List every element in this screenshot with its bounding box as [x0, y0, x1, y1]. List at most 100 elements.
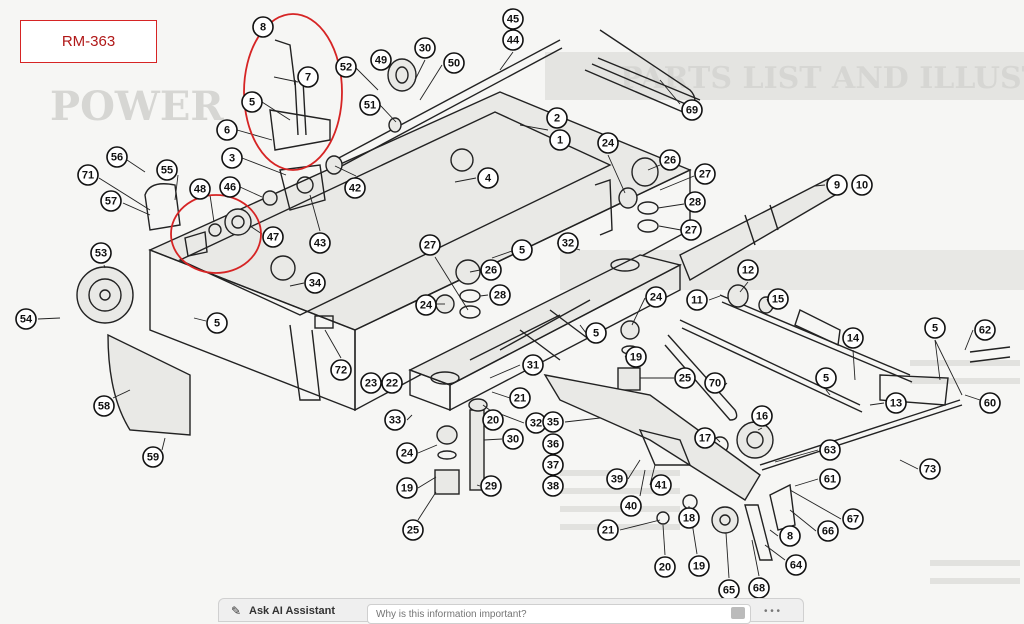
- callout-41: 41: [650, 474, 672, 496]
- ai-assistant-label[interactable]: Ask AI Assistant: [249, 605, 335, 617]
- callout-27c: 27: [419, 234, 441, 256]
- callout-63: 63: [819, 439, 841, 461]
- callout-number: 18: [683, 513, 695, 525]
- callout-71: 71: [77, 164, 99, 186]
- callout-37: 37: [542, 454, 564, 476]
- ai-sparkle-icon: ✎: [231, 604, 242, 618]
- callout-number: 71: [82, 170, 94, 182]
- callout-27a: 27: [694, 163, 716, 185]
- callout-number: 7: [305, 72, 311, 84]
- callout-number: 19: [630, 352, 642, 364]
- callout-57: 57: [100, 190, 122, 212]
- callout-13: 13: [885, 392, 907, 414]
- callout-number: 24: [650, 292, 663, 304]
- callout-number: 13: [890, 398, 902, 410]
- callout-number: 20: [487, 415, 499, 427]
- callout-67: 67: [842, 508, 864, 530]
- callout-number: 72: [335, 365, 347, 377]
- callout-number: 21: [514, 393, 526, 405]
- callout-43: 43: [309, 232, 331, 254]
- callout-23: 23: [360, 372, 382, 394]
- callout-number: 28: [494, 290, 506, 302]
- callout-25a: 25: [674, 367, 696, 389]
- callout-17: 17: [694, 427, 716, 449]
- callout-number: 27: [424, 240, 436, 252]
- callout-31: 31: [522, 354, 544, 376]
- callout-number: 53: [95, 248, 107, 260]
- callout-number: 47: [267, 232, 279, 244]
- callout-number: 19: [693, 561, 705, 573]
- callout-number: 34: [309, 278, 322, 290]
- callout-number: 26: [664, 155, 676, 167]
- callout-number: 27: [685, 225, 697, 237]
- svg-text:PARTS LIST AND ILLUSTRATIONS: PARTS LIST AND ILLUSTRATIONS: [620, 61, 1024, 96]
- callout-53: 53: [90, 242, 112, 264]
- callout-number: 56: [111, 152, 123, 164]
- callout-24b: 24: [415, 294, 437, 316]
- callout-68: 68: [748, 577, 770, 599]
- callout-number: 5: [249, 97, 255, 109]
- callout-number: 32: [530, 418, 542, 430]
- leader-lines: [37, 51, 981, 579]
- gearbox-housing: [408, 254, 682, 412]
- callout-47: 47: [262, 226, 284, 248]
- callout-number: 31: [527, 360, 539, 372]
- callout-number: 41: [655, 480, 667, 492]
- callout-number: 59: [147, 452, 159, 464]
- callout-number: 40: [625, 501, 637, 513]
- callout-number: 30: [419, 43, 431, 55]
- callout-52: 52: [335, 56, 357, 78]
- callout-8a: 8: [252, 16, 274, 38]
- callout-34: 34: [304, 272, 326, 294]
- callout-number: 23: [365, 378, 377, 390]
- ai-question-input[interactable]: [367, 604, 751, 624]
- callout-10: 10: [851, 174, 873, 196]
- background-page: PARTS LIST AND ILLUSTRATIONS POWER: [50, 52, 1024, 584]
- callout-19c: 19: [688, 555, 710, 577]
- svg-text:POWER: POWER: [50, 83, 224, 130]
- callout-number: 28: [689, 197, 701, 209]
- callout-number: 33: [389, 415, 401, 427]
- callout-15: 15: [767, 288, 789, 310]
- right-shafts: [679, 284, 1011, 471]
- callout-number: 54: [20, 314, 33, 326]
- callout-26a: 26: [659, 149, 681, 171]
- callout-number: 11: [691, 295, 703, 307]
- callout-9: 9: [826, 174, 848, 196]
- callout-46: 46: [219, 176, 241, 198]
- callout-49: 49: [370, 49, 392, 71]
- callout-number: 27: [699, 169, 711, 181]
- callout-number: 69: [686, 105, 698, 117]
- callout-55: 55: [156, 159, 178, 181]
- callout-number: 30: [507, 434, 519, 446]
- callout-25b: 25: [402, 519, 424, 541]
- highlight-circles: [170, 13, 343, 274]
- lower-bracket: [543, 374, 796, 561]
- callout-21a: 21: [509, 387, 531, 409]
- callout-5a: 5: [241, 91, 263, 113]
- callout-number: 39: [611, 474, 623, 486]
- callout-number: 1: [557, 135, 563, 147]
- callout-number: 68: [753, 583, 765, 595]
- callout-44: 44: [502, 29, 524, 51]
- more-options[interactable]: • • •: [764, 606, 781, 617]
- highlight-circle-upper: [243, 13, 343, 171]
- callout-number: 21: [602, 525, 614, 537]
- callout-56: 56: [106, 146, 128, 168]
- callout-32a: 32: [557, 232, 579, 254]
- callout-36: 36: [542, 433, 564, 455]
- callout-24c: 24: [645, 286, 667, 308]
- left-assembly: [76, 183, 334, 436]
- callout-number: 16: [756, 411, 768, 423]
- callout-28a: 28: [684, 191, 706, 213]
- callout-40: 40: [620, 495, 642, 517]
- callout-number: 55: [161, 165, 173, 177]
- callout-69: 69: [681, 99, 703, 121]
- callout-26b: 26: [480, 259, 502, 281]
- callout-6: 6: [216, 119, 238, 141]
- send-icon[interactable]: [731, 607, 745, 619]
- callout-59: 59: [142, 446, 164, 468]
- callout-2: 2: [546, 107, 568, 129]
- callout-number: 32: [562, 238, 574, 250]
- callout-62: 62: [974, 319, 996, 341]
